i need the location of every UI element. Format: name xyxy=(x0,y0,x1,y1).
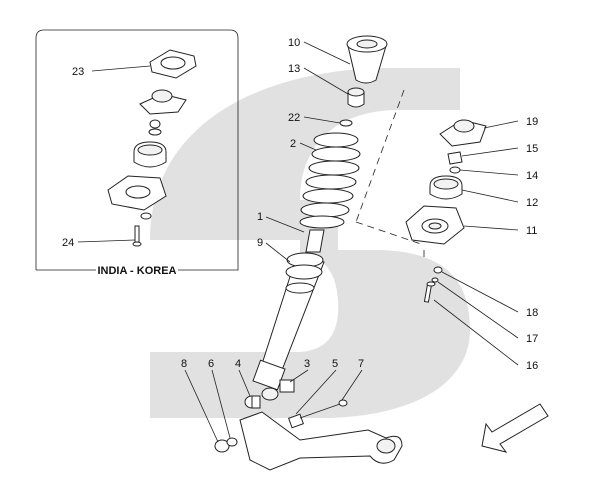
lower-control-arm xyxy=(239,411,403,471)
callout-14: 14 xyxy=(526,170,538,182)
leader-lines xyxy=(184,41,519,443)
spacer-ring xyxy=(339,119,353,127)
inset-spring-seat xyxy=(107,175,167,211)
lower-eye xyxy=(252,359,286,401)
lower-spring-seat xyxy=(285,252,324,294)
bump-stop xyxy=(347,87,365,108)
callouts: 10 13 22 2 1 9 19 15 14 12 11 18 17 16 8… xyxy=(181,37,538,372)
callout-4: 4 xyxy=(235,358,241,370)
inset-title: INDIA - KOREA xyxy=(97,265,176,277)
callout-12: 12 xyxy=(526,197,538,209)
callout-22: 22 xyxy=(288,112,300,124)
callout-6: 6 xyxy=(208,358,214,370)
inset-washer xyxy=(140,212,152,220)
right-mount-stack xyxy=(405,119,487,303)
callout-18: 18 xyxy=(526,307,538,319)
bush xyxy=(214,439,230,453)
callout-7: 7 xyxy=(358,358,364,370)
washer-lower xyxy=(226,437,238,447)
lower-hardware xyxy=(214,379,403,471)
callout-2: 2 xyxy=(290,138,296,150)
washer xyxy=(449,166,461,174)
callout-16: 16 xyxy=(526,360,538,372)
callout-19: 19 xyxy=(526,116,538,128)
callout-11: 11 xyxy=(526,225,537,237)
callout-1: 1 xyxy=(257,211,263,223)
inset-india-korea: INDIA - KOREA xyxy=(35,29,239,277)
callout-24: 24 xyxy=(62,237,74,249)
flange-plate xyxy=(405,205,465,245)
coil-spring xyxy=(299,132,361,229)
nut xyxy=(447,151,463,165)
sleeve xyxy=(288,413,304,429)
top-mount xyxy=(139,89,187,115)
callout-17: 17 xyxy=(526,333,538,345)
assembly-guides xyxy=(355,89,425,262)
washer-small xyxy=(433,266,443,274)
callout-23: 23 xyxy=(72,66,84,78)
callout-10: 10 xyxy=(288,37,300,49)
strut-assembly xyxy=(252,35,388,401)
lock-washer xyxy=(431,277,439,283)
bolt xyxy=(423,281,436,303)
bushing-4 xyxy=(244,395,261,409)
bushing-3 xyxy=(279,379,295,393)
inset-bolt xyxy=(132,225,142,247)
callout-13: 13 xyxy=(288,63,300,75)
upper-mount xyxy=(439,119,487,147)
dust-boot xyxy=(346,35,388,84)
inset-nut xyxy=(148,119,162,136)
callout-9: 9 xyxy=(257,237,263,249)
mount-cup xyxy=(429,175,463,200)
long-bolt xyxy=(299,399,348,419)
inset-bump-stop xyxy=(133,141,167,168)
shock-absorber xyxy=(261,229,325,371)
callout-5: 5 xyxy=(332,358,338,370)
callout-15: 15 xyxy=(526,143,538,155)
callout-8: 8 xyxy=(181,358,187,370)
callout-3: 3 xyxy=(304,358,310,370)
direction-arrow-icon xyxy=(481,403,549,453)
upper-mount-plate xyxy=(149,49,197,79)
